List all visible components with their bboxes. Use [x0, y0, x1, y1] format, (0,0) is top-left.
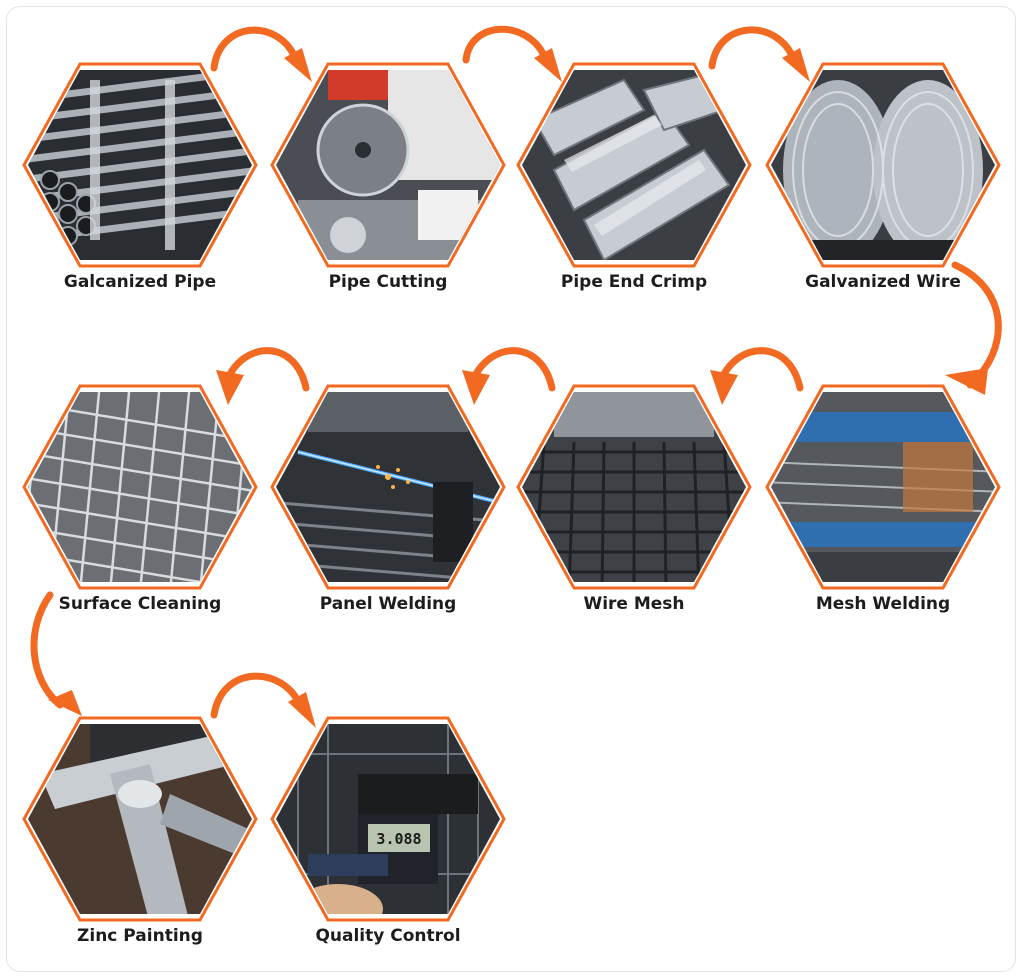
step-galvanized-pipe: Galcanized Pipe	[20, 60, 260, 310]
step-label: Quality Control	[315, 926, 461, 946]
step-label: Galcanized Pipe	[63, 272, 217, 292]
galvanized-wire-coil-photo	[765, 62, 1001, 268]
step-label: Pipe End Crimp	[560, 272, 708, 292]
pipe-end-crimp-photo	[516, 62, 752, 268]
step-label: Panel Welding	[319, 594, 457, 614]
step-label: Mesh Welding	[815, 594, 951, 614]
step-label: Pipe Cutting	[328, 272, 448, 292]
zinc-painting-photo	[22, 716, 258, 922]
caliper-display-reading: 3.088	[376, 830, 421, 848]
step-panel-welding: Panel Welding	[268, 382, 508, 632]
step-pipe-cutting: Pipe Cutting	[268, 60, 508, 310]
step-wire-mesh: Wire Mesh	[514, 382, 754, 632]
step-label: Wire Mesh	[583, 594, 685, 614]
mesh-welding-machine-photo	[765, 384, 1001, 590]
step-quality-control: 3.088 Quality Control	[268, 714, 508, 964]
step-label: Galvanized Wire	[805, 272, 961, 292]
diagram-border	[6, 6, 1016, 972]
pipe-cutting-machine-photo	[270, 62, 506, 268]
step-surface-cleaning: Surface Cleaning	[20, 382, 260, 632]
step-galvanized-wire: Galvanized Wire	[763, 60, 1003, 310]
galvanized-pipe-bundle-photo	[22, 62, 258, 268]
step-label: Surface Cleaning	[58, 594, 222, 614]
step-label: Zinc Painting	[77, 926, 203, 946]
surface-cleaning-photo	[22, 384, 258, 590]
step-mesh-welding: Mesh Welding	[763, 382, 1003, 632]
panel-welding-photo	[270, 384, 506, 590]
step-zinc-painting: Zinc Painting	[20, 714, 260, 964]
quality-control-caliper-photo: 3.088	[270, 716, 506, 922]
step-pipe-end-crimp: Pipe End Crimp	[514, 60, 754, 310]
wire-mesh-photo	[516, 384, 752, 590]
